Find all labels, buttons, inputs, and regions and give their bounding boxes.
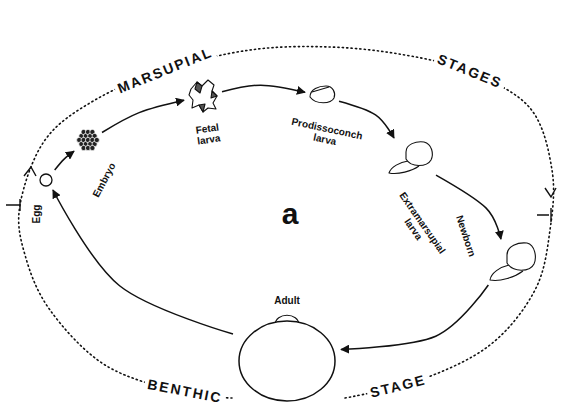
stage-arrow bbox=[341, 285, 488, 349]
juvenile-shell bbox=[507, 243, 535, 270]
stage-figure bbox=[186, 77, 220, 113]
stage-arrow bbox=[102, 100, 184, 132]
egg-figure bbox=[40, 174, 52, 186]
life-stage: Fetal larva bbox=[186, 77, 220, 113]
stage-figure bbox=[38, 172, 54, 188]
ring-arrowhead bbox=[545, 188, 556, 197]
stage-label: Adult bbox=[274, 295, 300, 306]
stage-boundary-tick bbox=[537, 208, 551, 222]
life-stage: Egg bbox=[38, 172, 54, 188]
embryo-cell bbox=[90, 145, 95, 150]
stage-band-label: BENTHIC bbox=[143, 375, 227, 406]
stage-boundary-tick bbox=[6, 199, 20, 211]
life-stage: Adult bbox=[235, 311, 339, 403]
stage-label: Extramarsupial larva bbox=[383, 183, 453, 269]
life-stage: Embryo bbox=[76, 129, 100, 151]
panel-letter: a bbox=[282, 199, 299, 229]
life-stage: Extramarsupial larva bbox=[386, 140, 434, 176]
fetal-larva-shading bbox=[211, 91, 217, 98]
larval-shell bbox=[406, 142, 432, 166]
stage-arrow bbox=[222, 85, 305, 92]
stage-label: Egg bbox=[31, 205, 42, 224]
stage-arrow bbox=[53, 190, 233, 334]
ring-arrowhead bbox=[24, 167, 36, 176]
fetal-larva-figure bbox=[189, 80, 217, 112]
stage-figure bbox=[307, 84, 337, 106]
life-stage: Newborn bbox=[487, 241, 537, 283]
fetal-larva-shading bbox=[195, 82, 202, 93]
stage-band-label: STAGES bbox=[432, 50, 507, 93]
stage-figure bbox=[487, 241, 537, 283]
stage-label: Embryo bbox=[90, 161, 117, 199]
stage-label: Fetal larva bbox=[189, 121, 228, 148]
adult-shell bbox=[239, 321, 335, 401]
stage-label: Newborn bbox=[454, 214, 478, 258]
stage-figure bbox=[235, 311, 339, 403]
embryo-cell bbox=[94, 137, 99, 142]
life-stage: Prodissoconch larva bbox=[307, 84, 337, 106]
stage-label: Prodissoconch larva bbox=[283, 115, 370, 154]
stage-figure bbox=[76, 129, 100, 151]
fetal-larva-shading bbox=[199, 104, 205, 112]
stage-band-label: STAGE bbox=[365, 371, 430, 402]
stage-figure bbox=[386, 140, 434, 176]
stage-arrow bbox=[55, 151, 74, 170]
shell-hinge bbox=[312, 87, 329, 92]
prodissoconch-shell bbox=[310, 86, 335, 103]
